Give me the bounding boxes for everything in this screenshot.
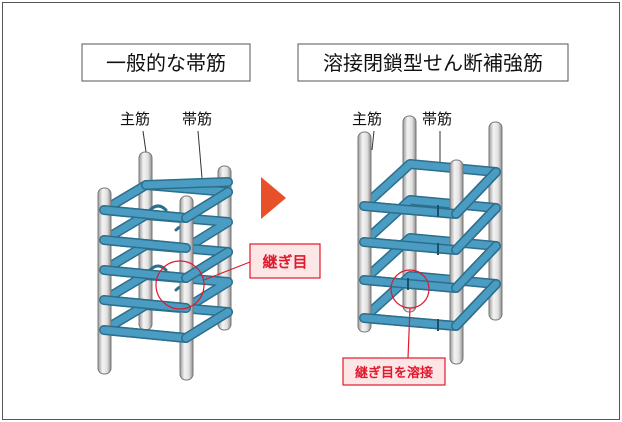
right-callout: 継ぎ目を溶接 <box>342 307 446 386</box>
left-title-box: 一般的な帯筋 <box>81 43 251 82</box>
left-callout: 継ぎ目 <box>203 243 321 281</box>
arrow-right-icon <box>261 177 286 219</box>
right-callout-text: 継ぎ目を溶接 <box>355 365 433 381</box>
left-joint-circle <box>155 260 205 310</box>
left-main-bar-label: 主筋 <box>120 110 150 128</box>
right-tie-label: 帯筋 <box>422 110 452 128</box>
right-title: 溶接閉鎖型せん断補強筋 <box>323 51 543 75</box>
right-rebar-cage <box>357 115 503 365</box>
left-tie-label: 帯筋 <box>182 110 212 128</box>
right-title-box: 溶接閉鎖型せん断補強筋 <box>297 43 569 82</box>
left-callout-text: 継ぎ目 <box>262 253 307 271</box>
right-main-bar-label: 主筋 <box>352 110 382 128</box>
left-rebar-cage <box>97 151 233 381</box>
left-title: 一般的な帯筋 <box>106 51 226 75</box>
